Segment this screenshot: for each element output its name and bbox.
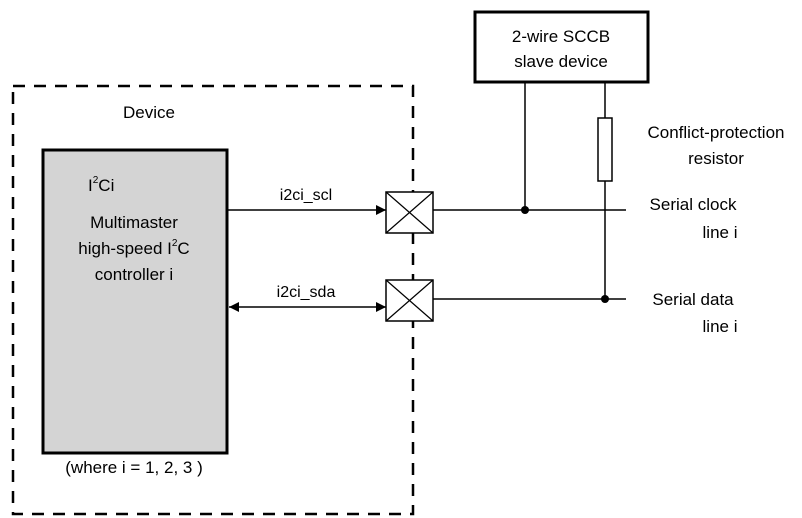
clock-line-label1: Serial clock [650,195,737,214]
resistor-label-line2: resistor [688,149,744,168]
index-note: (where i = 1, 2, 3 ) [65,458,202,477]
controller-desc-line3: controller i [95,265,173,284]
resistor [597,117,613,182]
controller-desc-line1: Multimaster [90,213,178,232]
slave-device-line2: slave device [514,52,608,71]
controller-desc-line2: high-speed I2C [78,238,189,258]
device-label: Device [123,103,175,122]
sda-label: i2ci_sda [277,284,336,301]
slave-device-box [473,10,650,84]
resistor-label-line1: Conflict-protection [647,123,784,142]
controller-title: I2Ci [88,175,114,195]
clock-line-label2: line i [703,223,738,242]
data-line-label2: line i [703,317,738,336]
data-line-label1: Serial data [652,290,734,309]
scl-label: i2ci_scl [280,187,332,204]
sda-pad [385,279,434,322]
scl-pad [385,191,434,234]
controller-box [41,148,229,455]
slave-device-line1: 2-wire SCCB [512,27,610,46]
